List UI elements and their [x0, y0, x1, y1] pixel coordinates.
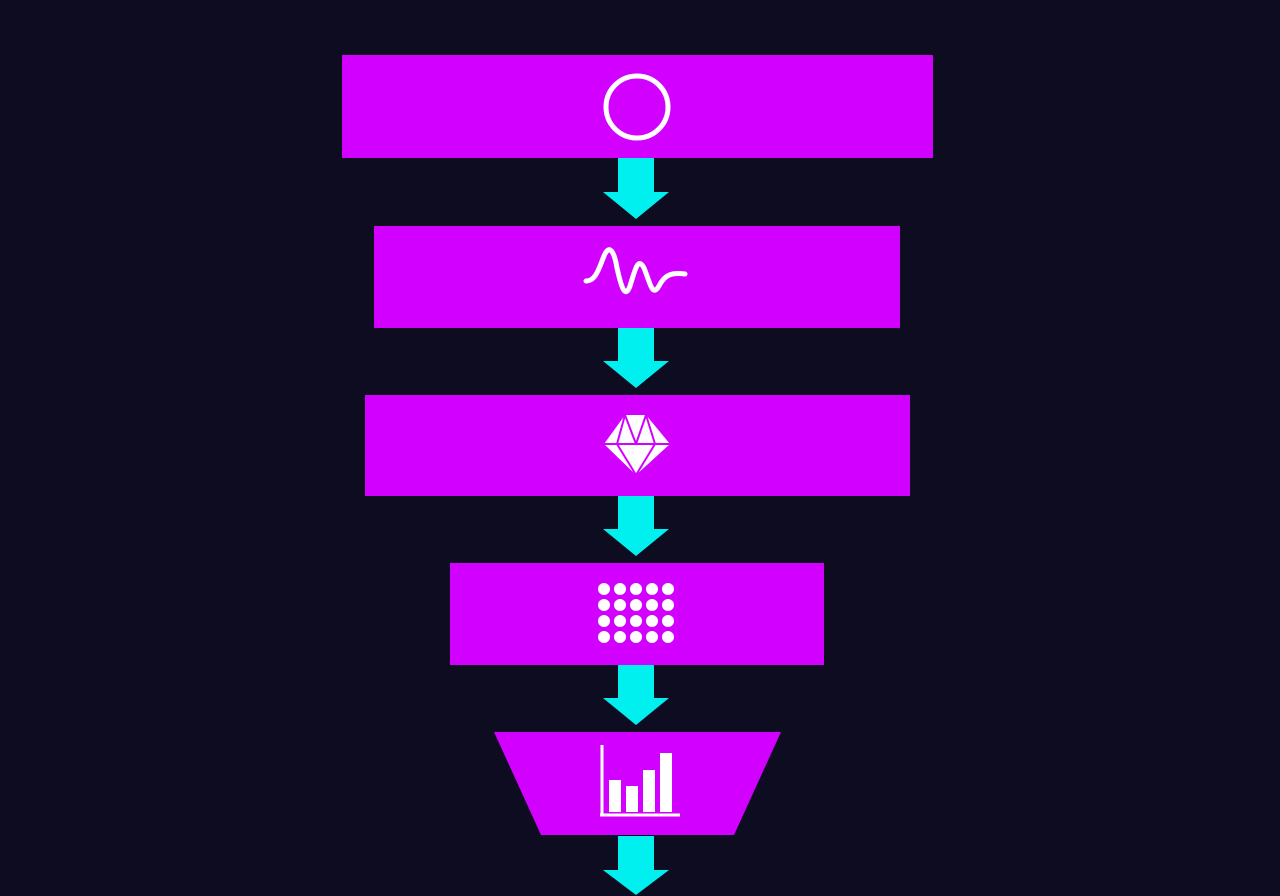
- stage-1-box: [342, 55, 933, 158]
- stage-2-box: [374, 226, 900, 328]
- stage-4-box: [450, 563, 824, 665]
- arrow-3: [601, 496, 671, 557]
- arrow-5: [601, 836, 671, 896]
- circle-icon: [603, 73, 671, 141]
- arrow-4: [601, 665, 671, 726]
- bar-chart-icon: [600, 745, 680, 817]
- waveform-icon: [583, 247, 688, 295]
- diamond-gem-icon: [604, 414, 670, 476]
- dot-grid-icon: [598, 583, 674, 643]
- arrow-2: [601, 328, 671, 389]
- stage-5-box: [494, 732, 781, 835]
- stage-3-box: [365, 395, 910, 496]
- arrow-1: [601, 158, 671, 220]
